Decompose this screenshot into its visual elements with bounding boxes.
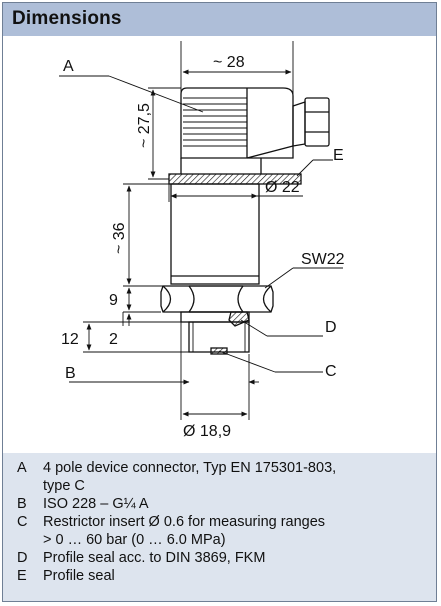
label-width-28: ~ 28 <box>213 54 245 71</box>
label-height-27-5: ~ 27,5 <box>136 103 153 148</box>
legend-text: 4 pole device connector, Typ EN 175301-8… <box>43 460 337 476</box>
legend: A 4 pole device connector, Typ EN 175301-… <box>3 453 436 601</box>
label-d: D <box>325 319 337 336</box>
label-e: E <box>333 147 344 164</box>
header-bar: Dimensions <box>3 3 436 36</box>
legend-key: C <box>17 514 28 530</box>
label-c: C <box>325 363 337 380</box>
legend-key: E <box>17 568 27 584</box>
cable-gland <box>292 101 306 147</box>
legend-text: Restrictor insert Ø 0.6 for measuring ra… <box>43 514 326 530</box>
label-height-36: ~ 36 <box>111 222 128 254</box>
legend-key: B <box>17 496 27 512</box>
label-b: B <box>65 365 76 382</box>
label-dim-2: 2 <box>109 331 118 348</box>
sensor-body <box>170 183 260 285</box>
dimensions-panel: Dimensions <box>2 2 437 602</box>
legend-text: Profile seal <box>43 568 115 584</box>
legend-item-d: D Profile seal acc. to DIN 3869, FKM <box>17 549 265 567</box>
gland-nut <box>304 97 330 147</box>
legend-item-a: A 4 pole device connector, Typ EN 175301-… <box>17 459 336 477</box>
label-a: A <box>63 58 74 75</box>
label-diameter-22: Ø 22 <box>265 179 300 196</box>
legend-key: A <box>17 460 27 476</box>
profile-seal-d <box>228 311 250 327</box>
legend-item-b: B ISO 228 – G¼ A <box>17 495 149 513</box>
panel-title: Dimensions <box>12 8 122 29</box>
label-dim-12: 12 <box>61 331 79 348</box>
connector-housing <box>180 87 294 159</box>
legend-text: Profile seal acc. to DIN 3869, FKM <box>43 550 266 566</box>
technical-drawing: A ~ 28 ~ 27,5 E Ø 22 ~ 36 SW22 9 12 2 D … <box>3 36 436 453</box>
legend-item-c: C Restrictor insert Ø 0.6 for measuring r… <box>17 513 325 531</box>
legend-item-e: E Profile seal <box>17 567 115 585</box>
legend-text: ISO 228 – G¼ A <box>43 496 149 512</box>
label-diameter-18-9: Ø 18,9 <box>183 423 231 440</box>
hex-nut-sw22 <box>160 285 274 313</box>
legend-key: D <box>17 550 28 566</box>
legend-item-a-continuation: type C <box>43 478 85 494</box>
legend-item-c-continuation: > 0 … 60 bar (0 … 6.0 MPa) <box>43 532 226 548</box>
label-sw22: SW22 <box>301 251 345 268</box>
label-dim-9: 9 <box>109 292 118 309</box>
